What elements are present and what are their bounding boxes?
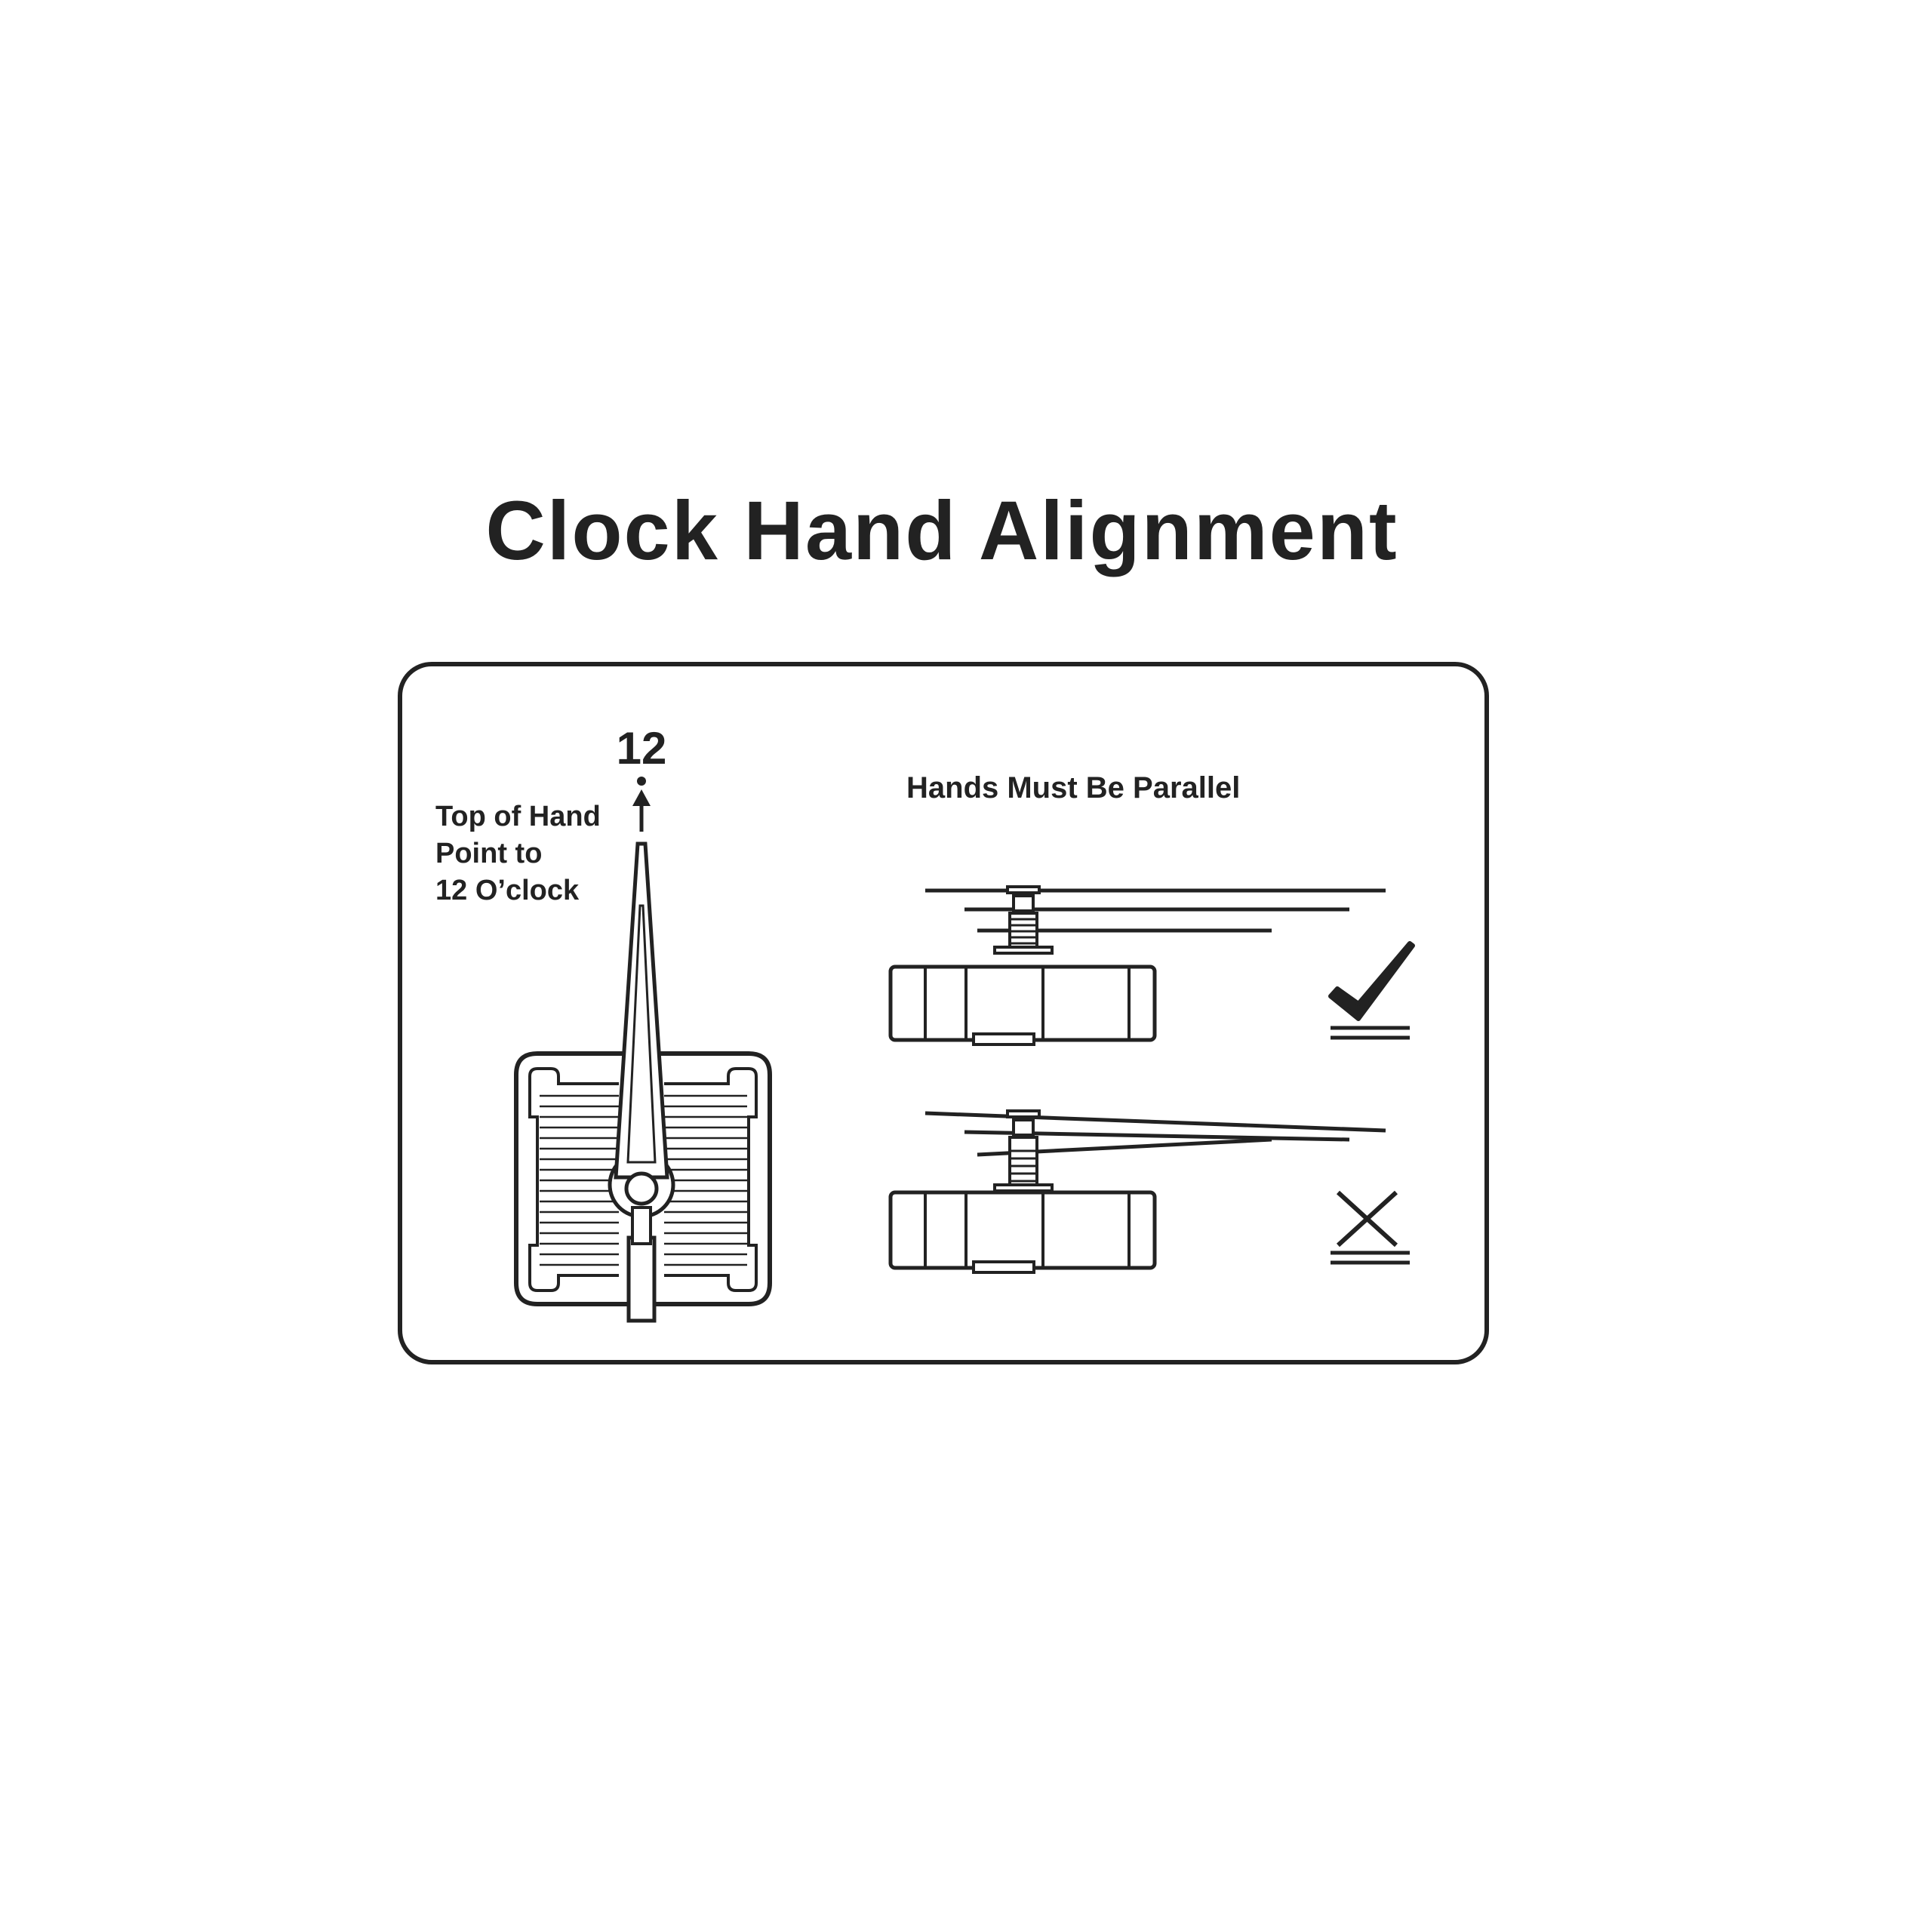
instruction-line-3: 12 O’clock: [435, 875, 580, 906]
arrow-up-icon: [632, 789, 651, 832]
page-title: Clock Hand Alignment: [485, 485, 1398, 577]
instruction-line-2: Point to: [435, 838, 542, 869]
twelve-label: 12: [617, 723, 667, 774]
check-icon: [1328, 941, 1415, 1040]
clock-hand: [614, 841, 669, 1180]
twelve-dot: [637, 777, 646, 786]
parallel-heading: Hands Must Be Parallel: [906, 771, 1240, 804]
side-view-correct: [888, 885, 1386, 1046]
hand-tail: [626, 1235, 657, 1323]
movement-inner-outline: [528, 1067, 758, 1292]
movement-front-view: [514, 841, 772, 1323]
instruction-line-1: Top of Hand: [435, 801, 601, 832]
side-view-incorrect: [888, 1109, 1386, 1274]
cross-icon: [1331, 1190, 1410, 1265]
hub-cap: [624, 1171, 659, 1206]
